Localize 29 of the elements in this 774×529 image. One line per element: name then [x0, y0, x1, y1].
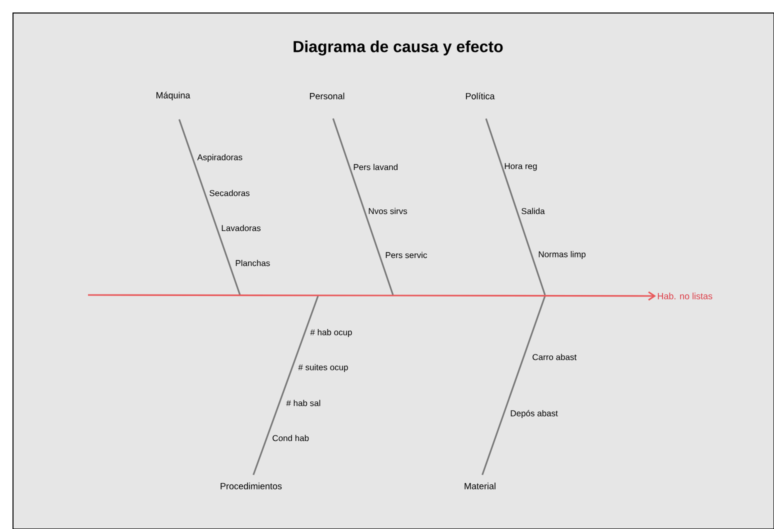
- cause-label: Pers servic: [386, 252, 427, 258]
- cause-label: Lavadoras: [222, 224, 261, 232]
- category-label: Política: [466, 92, 495, 100]
- cause-label: # hab sal: [286, 400, 320, 406]
- cause-label: # hab ocup: [310, 329, 352, 337]
- category-label: Material: [464, 482, 496, 490]
- category-label: Máquina: [156, 92, 190, 100]
- cause-label: Cond hab: [272, 434, 309, 442]
- cause-label: Aspiradoras: [197, 154, 242, 162]
- bone-line: [178, 119, 241, 296]
- cause-label: Pers lavand: [354, 164, 398, 170]
- bone-line: [482, 296, 546, 476]
- cause-label: Salida: [522, 208, 545, 214]
- bone-line: [332, 118, 394, 296]
- cause-label: # suites ocup: [298, 364, 348, 372]
- category-label: Procedimientos: [220, 482, 282, 490]
- title: Diagrama de causa y efecto: [294, 40, 503, 56]
- arrow: [88, 291, 656, 301]
- cause-label: Normas limp: [538, 251, 586, 259]
- category-label: Personal: [310, 92, 344, 100]
- bone-line: [485, 118, 546, 296]
- category-label: Hab. no listas: [658, 292, 712, 300]
- cause-label: Hora reg: [504, 163, 537, 171]
- cause-label: Planchas: [236, 260, 270, 266]
- cause-label: Carro abast: [532, 354, 577, 360]
- cause-label: Nvos sirvs: [368, 208, 408, 214]
- bone-line: [252, 296, 319, 476]
- cause-label: Secadoras: [210, 190, 250, 196]
- cause-label: Depós abast: [510, 410, 558, 418]
